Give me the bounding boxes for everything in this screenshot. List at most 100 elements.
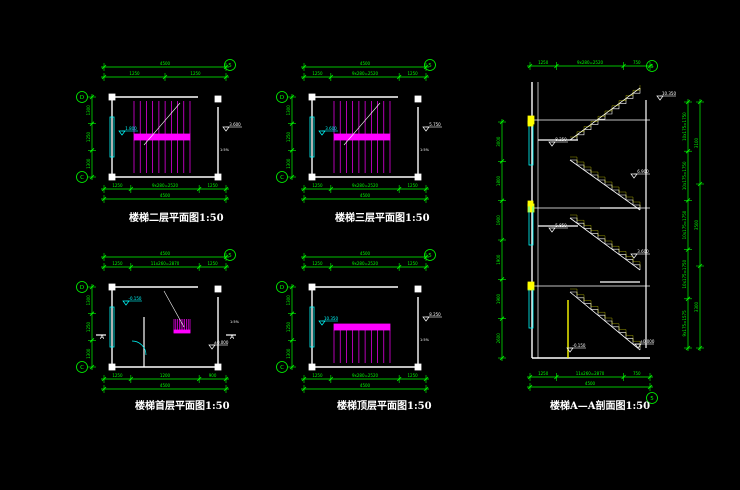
column-corner <box>414 95 422 103</box>
dim-label: 4500 <box>160 383 171 388</box>
dim-label: 1300 <box>86 295 91 306</box>
column-corner <box>414 285 422 293</box>
axis-bubble-left-lower: C <box>76 361 88 373</box>
stair-break-line <box>143 102 181 146</box>
dim-label: 4500 <box>585 381 596 386</box>
door-swing <box>131 340 147 356</box>
dim-label: 1250 <box>407 71 418 76</box>
dim-tick <box>527 374 533 380</box>
dim-tick <box>289 284 295 290</box>
dim-label: 1250 <box>112 261 123 266</box>
section-level-2: 6.900 <box>630 169 650 179</box>
dim-label: 750 <box>633 371 641 376</box>
dim-label: 1250 <box>190 71 201 76</box>
axis-bubble-left-upper: D <box>76 281 88 293</box>
dim-tick <box>223 74 229 80</box>
dim-tick <box>101 64 107 70</box>
dim-label: 4500 <box>360 193 371 198</box>
dim-tick <box>196 376 202 382</box>
dim-label: 1300 <box>86 105 91 116</box>
dim-label: 1800 <box>496 175 501 186</box>
dim-tick <box>499 316 505 321</box>
dim-label: 9x280=2520 <box>352 183 379 188</box>
dim-tick <box>223 386 229 392</box>
level-value: 3.600 <box>637 249 649 254</box>
plan-top-total-dim: 4500 <box>301 251 429 261</box>
dim-label: 1250 <box>407 373 418 378</box>
column-corner <box>214 285 222 293</box>
dim-label: 1900 <box>496 293 501 304</box>
column-corner <box>414 173 422 181</box>
dim-label: 3300 <box>694 301 699 312</box>
dim-tick <box>162 74 168 80</box>
level-value: 8.250 <box>555 137 567 142</box>
axis-bubble-label: D <box>80 95 84 101</box>
dim-label: 3100 <box>694 137 699 148</box>
plan-second-floor-title: 楼梯二层平面图1:50 <box>129 213 224 224</box>
dim-label: 11x260=2870 <box>151 261 180 266</box>
axis-bubble-bottom: 5 <box>646 392 658 404</box>
dim-tick <box>499 277 505 282</box>
dim-label: 10x175=1750 <box>682 210 687 239</box>
dim-tick <box>697 181 703 187</box>
dim-tick <box>289 311 295 316</box>
dim-label: 4500 <box>360 383 371 388</box>
stair-handrail <box>333 133 391 141</box>
dim-label: 1250 <box>538 371 549 376</box>
dim-tick <box>328 376 334 382</box>
axis-bubble-label: D <box>80 285 84 291</box>
axis-bubble-circle <box>424 249 436 261</box>
axis-bubble-label: 5 <box>650 396 654 402</box>
dim-tick <box>499 198 505 203</box>
column-corner <box>108 93 116 101</box>
dim-label: 1250 <box>312 183 323 188</box>
dim-label: 3500 <box>694 219 699 230</box>
dim-tick <box>685 148 691 154</box>
axis-bubble-circle <box>276 91 288 103</box>
dim-tick <box>554 63 559 69</box>
dim-tick <box>328 186 334 192</box>
level-value: 10.350 <box>324 316 338 321</box>
stair-break-line <box>343 102 381 146</box>
section-window-head <box>527 120 534 127</box>
plan-level-upper: 8.250 <box>422 312 442 322</box>
dim-label: 1250 <box>129 71 140 76</box>
dim-label: 1250 <box>112 373 123 378</box>
column-corner <box>308 283 316 291</box>
dim-tick <box>423 186 429 192</box>
level-triangle <box>318 320 326 326</box>
dim-tick <box>89 311 95 316</box>
dim-tick <box>685 296 691 302</box>
dim-tick <box>697 263 703 269</box>
dim-label: 2600 <box>496 333 501 344</box>
plan-top-total-dim: 4500 <box>301 61 429 71</box>
plan-bottom-total-dim: 4500 <box>101 193 229 203</box>
level-triangle <box>422 126 430 132</box>
stair-handrail <box>133 133 191 141</box>
dim-tick <box>223 254 229 260</box>
dim-label: 1300 <box>86 158 91 169</box>
dim-tick <box>223 376 229 382</box>
plan-top-total-dim: 4500 <box>101 61 229 71</box>
window-strip <box>309 306 315 348</box>
section-outer-dims: 3100 3500 3300 <box>694 99 704 351</box>
axis-bubble-label: C <box>80 365 84 371</box>
dim-tick <box>89 364 95 370</box>
dim-tick <box>685 99 691 105</box>
plan-level-landing: 3.600 <box>318 126 338 136</box>
dim-tick <box>301 64 307 70</box>
axis-bubble-left-lower: C <box>276 361 288 373</box>
level-triangle <box>630 253 638 259</box>
plan-note: 1:5% <box>220 148 230 152</box>
dim-label: 1900 <box>496 254 501 265</box>
dim-label: 9x280=2520 <box>352 261 379 266</box>
section-flight-top-railing <box>570 85 641 138</box>
dim-tick <box>101 196 107 202</box>
level-triangle <box>422 316 430 322</box>
